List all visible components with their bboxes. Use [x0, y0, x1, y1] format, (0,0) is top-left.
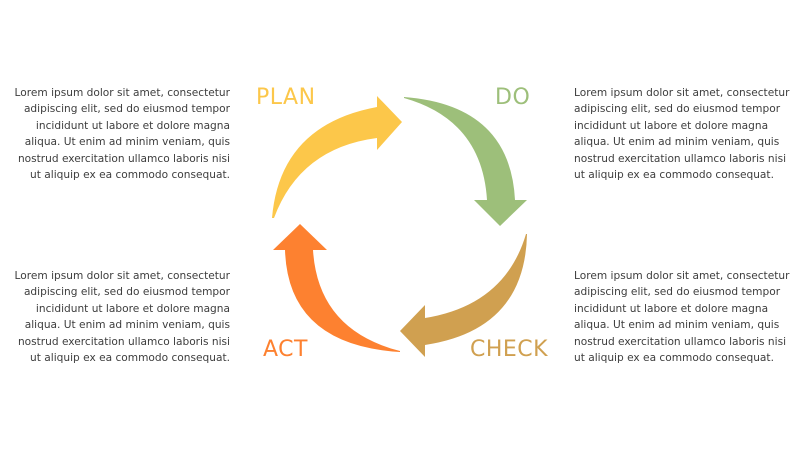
check-description: Lorem ipsum dolor sit amet, consectetur …	[574, 270, 790, 365]
do-label: DO	[495, 85, 531, 110]
do-description: Lorem ipsum dolor sit amet, consectetur …	[574, 87, 790, 182]
act-arrow	[273, 224, 400, 352]
check-arrow	[400, 234, 527, 357]
plan-arrow	[272, 96, 402, 218]
act-label: ACT	[263, 337, 308, 362]
check-label: CHECK	[470, 337, 549, 362]
plan-label: PLAN	[256, 85, 316, 110]
do-arrow	[404, 97, 527, 226]
plan-description: Lorem ipsum dolor sit amet, consectetur …	[14, 87, 230, 182]
act-description: Lorem ipsum dolor sit amet, consectetur …	[14, 270, 230, 365]
